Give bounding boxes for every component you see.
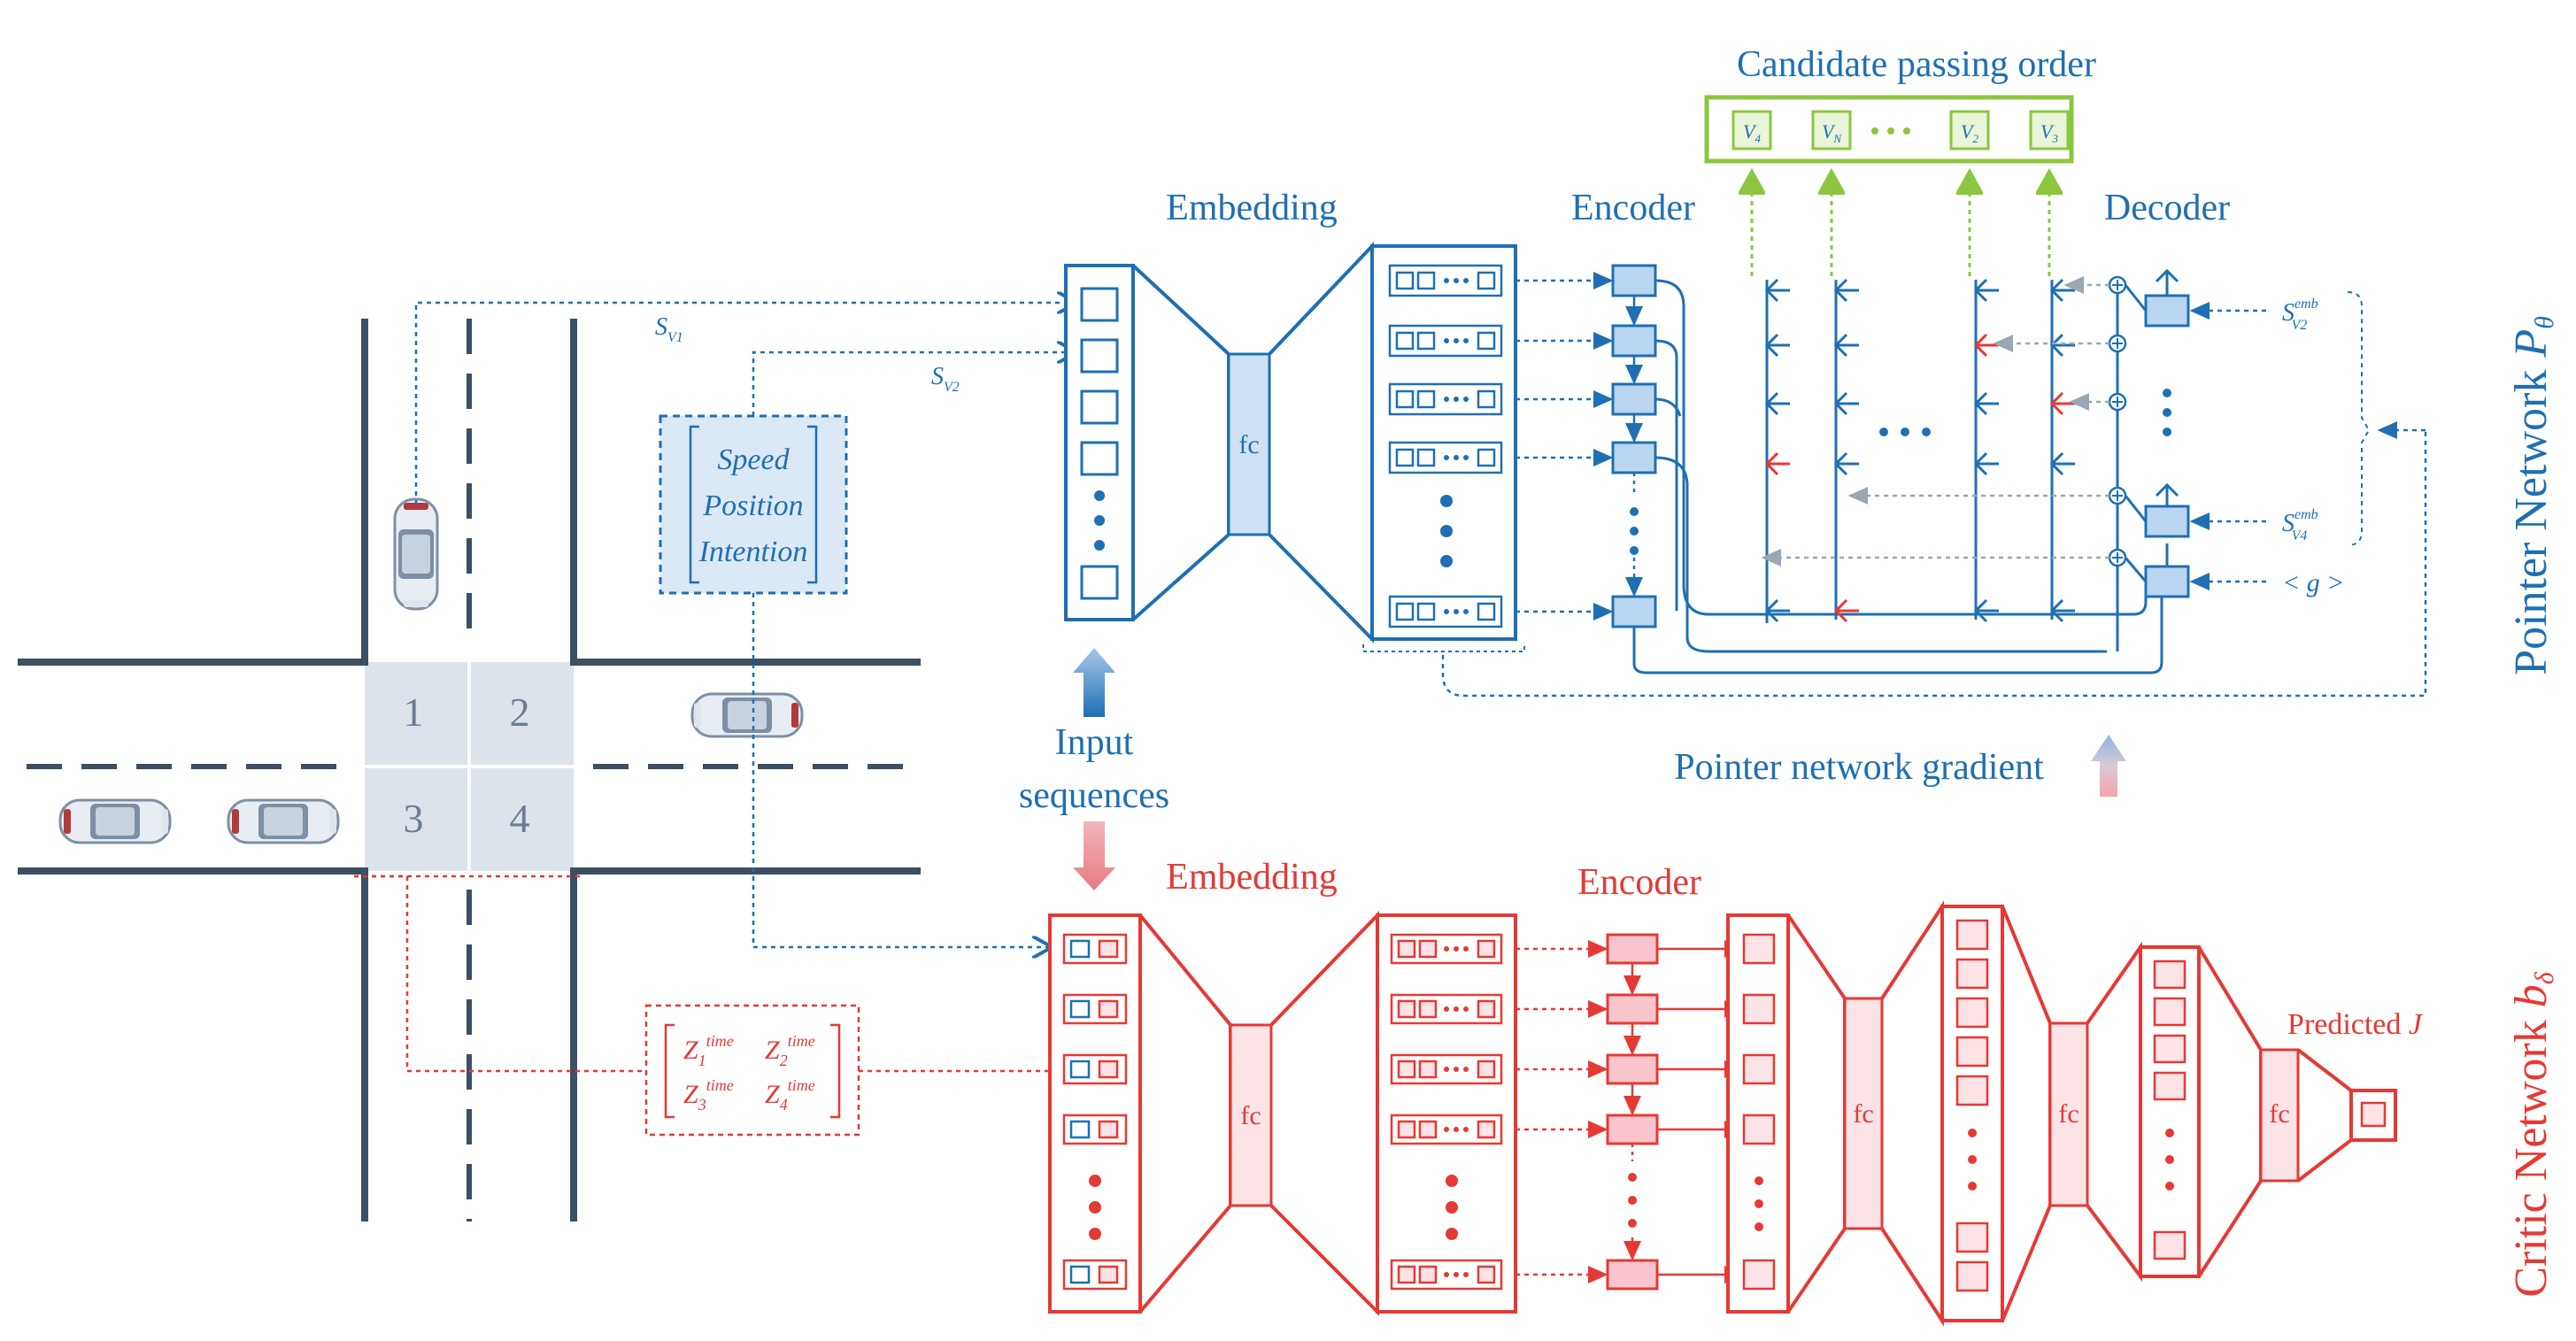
top-fc-layer [1227,352,1271,536]
car-icon [690,692,804,738]
arrow-icon [2091,735,2126,797]
zone-2: 2 [510,690,530,735]
gradient-label: Pointer network gradient [1674,747,2044,788]
svg-text:SV2: SV2 [931,363,960,395]
car-icon [227,798,340,844]
pointer-network: Embedding Encoder Decoder Candidate pass… [1064,44,2559,797]
time-box [644,1004,860,1137]
top-fc-label: fc [1238,430,1259,459]
state-speed: Speed [717,443,790,476]
state-position: Position [702,489,803,522]
bottom-input-column [1048,913,1142,1314]
input-arrows: Input sequences [1019,648,1169,890]
bottom-fc-3 [2048,1021,2089,1207]
bottom-encoder-label: Encoder [1577,862,1701,903]
label-g: < g > [2282,568,2345,597]
state-intention: Intention [698,536,808,568]
bottom-fc-label-4: fc [2269,1099,2289,1129]
bottom-hidden-column-3 [2139,945,2201,1278]
bottom-fc-label-2: fc [1853,1099,1873,1129]
arrow-icon [1073,648,1115,717]
bottom-fc-label-1: fc [1240,1101,1261,1130]
critic-network: Embedding Encoder Predicted J fc [1048,857,2559,1327]
bottom-fc-1 [1229,1023,1273,1207]
bottom-fc-label-3: fc [2058,1099,2079,1129]
car-icon [393,497,439,611]
svg-text:SV1: SV1 [655,313,683,345]
input-label-line1: Input [1055,722,1134,763]
top-encoder-cells [1611,264,1657,628]
arrow-icon [1073,821,1115,890]
lane-markings [27,319,921,1222]
zone-3: 3 [404,796,424,841]
ellipsis-icon [1879,428,1931,436]
label-s-v1: SV1 [655,313,683,345]
bottom-fc-2 [1843,997,1884,1230]
pointer-arrowheads [1764,278,2075,623]
pointer-network-title: Pointer NetworkPθ [2506,316,2559,675]
predicted-label: Predicted J [2287,1008,2424,1041]
top-decoder-label: Decoder [2104,188,2230,228]
candidate-items: V4 VN V2 V3 [1731,110,2070,150]
bottom-embedding-column [1376,913,1517,1314]
candidate-title: Candidate passing order [1737,44,2096,85]
intersection-scene: 1 2 3 4 Speed Position Intention [18,303,1102,1222]
zone-1: 1 [404,690,424,735]
top-encoder-label: Encoder [1571,188,1695,228]
label-s-v2: SV2 [931,363,960,395]
top-embedding-label: Embedding [1166,188,1338,228]
bottom-hidden-column-1 [1726,913,1790,1314]
top-decoder-cells [2144,294,2190,598]
bottom-embedding-label: Embedding [1166,857,1338,898]
road-edges [18,319,921,1222]
input-label-line2: sequences [1019,775,1169,816]
car-icon [58,798,172,844]
pointer-lines [1765,280,2054,623]
zone-4: 4 [510,796,530,841]
critic-network-title: Critic Networkbδ [2506,971,2559,1297]
bottom-fc-4 [2259,1048,2300,1183]
